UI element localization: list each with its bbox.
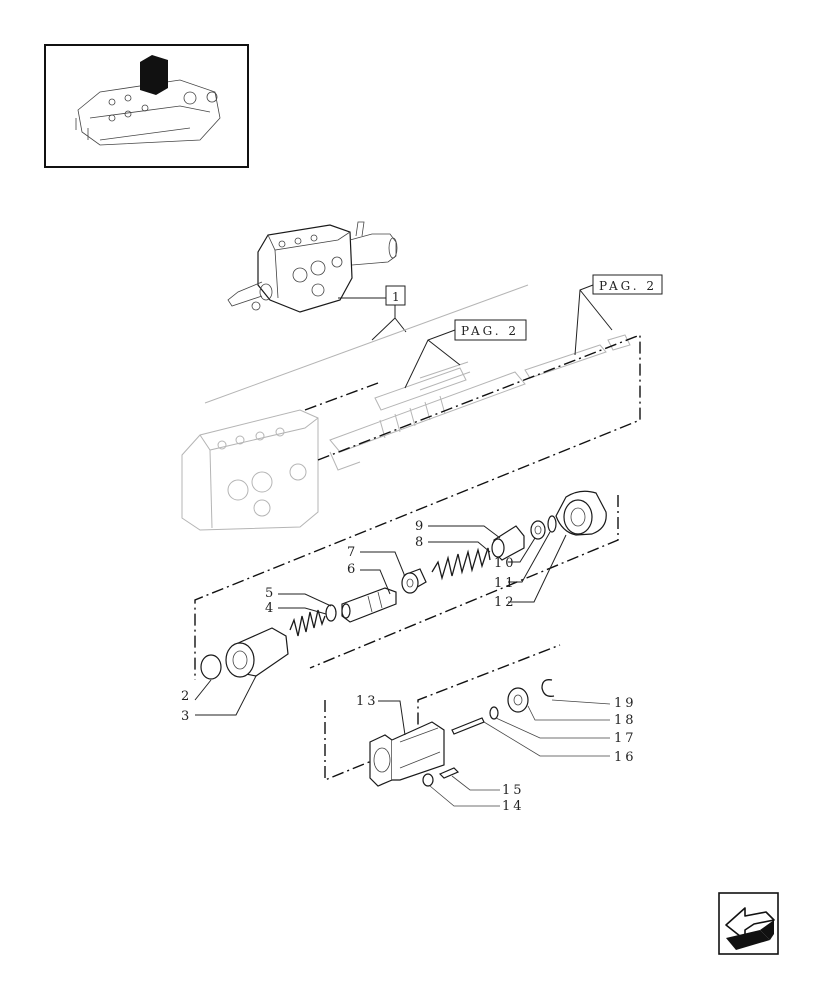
part-seat-9 bbox=[491, 525, 525, 561]
callout-2: 2 bbox=[181, 689, 192, 704]
upper-spool-group bbox=[329, 334, 631, 471]
callout-5: 5 bbox=[265, 586, 276, 601]
part-spring-8 bbox=[431, 547, 491, 581]
callout-10: 10 bbox=[494, 556, 517, 571]
part-bushing-18 bbox=[507, 687, 529, 713]
page-ref-1: PAG. 2 bbox=[404, 319, 527, 389]
part-screw-14-15 bbox=[422, 767, 460, 787]
callout-15: 15 bbox=[502, 783, 525, 798]
callout-14: 14 bbox=[502, 799, 525, 814]
leader-lines bbox=[194, 525, 611, 807]
part-spool-6 bbox=[341, 587, 397, 623]
boundary-line-upper bbox=[194, 333, 641, 680]
callout-9: 9 bbox=[415, 519, 426, 534]
ghost-valve-body bbox=[181, 284, 529, 531]
part-collar-7 bbox=[401, 568, 427, 594]
callout-13: 13 bbox=[356, 694, 379, 709]
callout-18: 18 bbox=[614, 713, 637, 728]
boundary-line-lower bbox=[309, 495, 619, 669]
callout-6: 6 bbox=[347, 562, 358, 577]
locator-assembly-sketch bbox=[75, 79, 221, 146]
callout-4: 4 bbox=[265, 601, 276, 616]
page-ref-2: PAG. 2 bbox=[574, 274, 663, 356]
page-ref-1-label: PAG. 2 bbox=[461, 324, 519, 338]
callout-8: 8 bbox=[415, 535, 426, 550]
part-ring-11 bbox=[547, 515, 557, 533]
part-housing-13 bbox=[369, 721, 445, 787]
callout-3: 3 bbox=[181, 709, 192, 724]
part-pin-16 bbox=[451, 717, 485, 735]
callout-19: 19 bbox=[614, 696, 637, 711]
part-ring-2 bbox=[200, 654, 222, 680]
callout-17: 17 bbox=[614, 731, 637, 746]
part-sleeve-3 bbox=[225, 627, 289, 678]
reference-box-1: 1 bbox=[371, 285, 407, 341]
callout-labels: 2 3 4 5 6 7 8 9 10 11 12 13 14 15 16 17 … bbox=[181, 519, 637, 814]
part-ring-17 bbox=[489, 706, 499, 720]
part-spring-4 bbox=[289, 609, 326, 637]
locator-highlight-block bbox=[140, 55, 168, 95]
callout-12: 12 bbox=[494, 595, 517, 610]
part-cap-12 bbox=[555, 490, 607, 536]
valve-section-assembly bbox=[227, 221, 398, 313]
part-ring-5 bbox=[325, 604, 337, 622]
part-circlip-19 bbox=[541, 679, 555, 697]
previous-page-arrow-icon[interactable] bbox=[718, 892, 779, 955]
callout-16: 16 bbox=[614, 750, 637, 765]
page-ref-2-label: PAG. 2 bbox=[599, 279, 657, 293]
callout-11: 11 bbox=[494, 576, 517, 591]
reference-box-label: 1 bbox=[392, 290, 403, 304]
part-washer-10 bbox=[530, 520, 546, 540]
callout-7: 7 bbox=[347, 545, 358, 560]
boundary-line-middle bbox=[304, 382, 379, 411]
locator-thumbnail bbox=[44, 44, 249, 168]
